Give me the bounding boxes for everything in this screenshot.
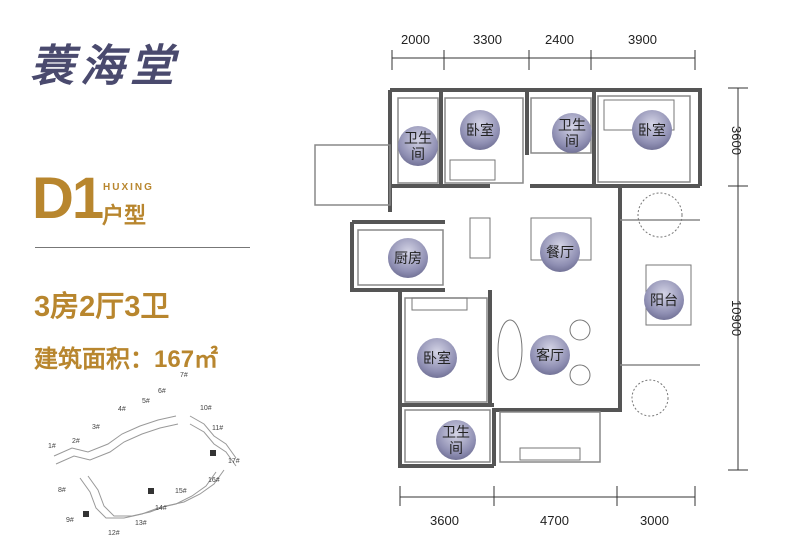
room-label-bath3: 卫生间 — [442, 424, 470, 456]
site-building-14: 14# — [155, 505, 167, 512]
room-badge-kitchen — [388, 238, 428, 278]
brand-logo: 蓑海堂 — [30, 41, 180, 92]
unit-type-en: HUXING — [103, 182, 154, 193]
site-building-11: 11# — [212, 425, 224, 432]
room-label-bed2: 卧室 — [638, 122, 666, 138]
site-building-2: 2# — [72, 438, 80, 445]
room-badge-bed2 — [632, 110, 672, 150]
site-building-16: 16# — [208, 477, 220, 484]
room-badge-balcony — [644, 280, 684, 320]
room-label-bath1: 卫生间 — [404, 130, 432, 162]
room-label-bath2: 卫生间 — [558, 117, 586, 149]
site-marker — [148, 488, 154, 494]
room-badge-bath3 — [436, 420, 476, 460]
floor-area: 建筑面积：167㎡ — [34, 346, 219, 373]
site-building-9: 9# — [66, 517, 74, 524]
dimension-lines-right — [728, 87, 748, 471]
dim-top-3: 2400 — [545, 32, 574, 47]
site-building-12: 12# — [108, 530, 120, 537]
room-badge-bath1 — [398, 126, 438, 166]
room-label-bed3: 卧室 — [423, 350, 451, 366]
site-building-7: 7# — [180, 372, 188, 379]
site-marker — [210, 450, 216, 456]
layout-summary: 3房2厅3卫 — [34, 291, 170, 323]
room-badge-bed3 — [417, 338, 457, 378]
site-building-13: 13# — [135, 520, 147, 527]
dimension-lines-top — [391, 50, 696, 70]
unit-code: D1 — [32, 166, 104, 231]
divider — [35, 247, 250, 248]
room-label-balcony: 阳台 — [650, 292, 678, 308]
site-marker — [83, 511, 89, 517]
dim-top-2: 3300 — [473, 32, 502, 47]
room-label-kitchen: 厨房 — [394, 250, 422, 266]
site-building-8: 8# — [58, 487, 66, 494]
dim-bottom-3: 3000 — [640, 513, 669, 528]
site-building-10: 10# — [200, 405, 212, 412]
dim-bottom-2: 4700 — [540, 513, 569, 528]
dim-bottom-1: 3600 — [430, 513, 459, 528]
unit-type-cn: 户型 — [102, 203, 147, 228]
site-building-15: 15# — [175, 488, 187, 495]
dim-top-4: 3900 — [628, 32, 657, 47]
site-building-6: 6# — [158, 388, 166, 395]
room-badge-dining — [540, 232, 580, 272]
site-building-17: 17# — [228, 458, 240, 465]
room-label-dining: 餐厅 — [546, 244, 574, 260]
dim-right-1: 3600 — [729, 126, 744, 155]
dimension-lines-bottom — [399, 486, 696, 506]
site-plan — [53, 415, 237, 519]
site-building-5: 5# — [142, 398, 150, 405]
dim-top-1: 2000 — [401, 32, 430, 47]
room-label-bed1: 卧室 — [466, 122, 494, 138]
room-badge-bath2 — [552, 113, 592, 153]
dim-right-2: 10900 — [729, 300, 744, 337]
site-building-3: 3# — [92, 424, 100, 431]
room-label-living: 客厅 — [536, 347, 564, 363]
room-badge-bed1 — [460, 110, 500, 150]
site-building-4: 4# — [118, 406, 126, 413]
room-badge-living — [530, 335, 570, 375]
site-building-1: 1# — [48, 443, 56, 450]
